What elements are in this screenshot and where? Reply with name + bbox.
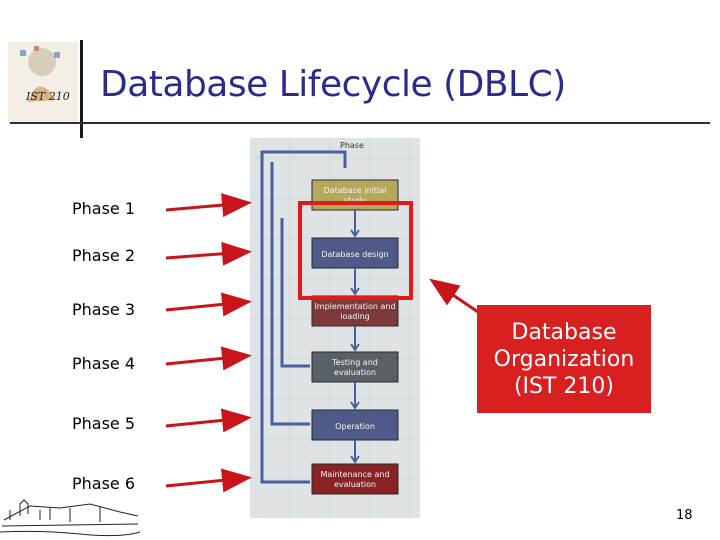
arrow-phase-3	[165, 292, 252, 317]
phase-label-5: Phase 5	[72, 414, 136, 433]
flow-arrow-2	[350, 268, 360, 296]
callout-line-2: Organization	[493, 346, 635, 372]
phase-step-label-4: evaluation	[334, 368, 376, 377]
callout-line-1: Database	[511, 319, 617, 345]
flow-arrow-3	[350, 326, 360, 352]
callout-text: Database Organization (IST 210)	[494, 319, 635, 400]
callout-line-3: (IST 210)	[513, 373, 615, 399]
phase-step-label-3: loading	[340, 312, 369, 321]
arrow-phase-4	[165, 346, 252, 371]
phase-step-label-1: Database initial	[324, 186, 387, 195]
phase-label-6: Phase 6	[72, 474, 136, 493]
logo-text: IST 210	[25, 90, 70, 103]
title-divider-horizontal	[10, 122, 710, 124]
phase-step-label-6: evaluation	[334, 480, 376, 489]
flow-arrow-5	[350, 440, 360, 464]
arrow-phase-6	[165, 468, 252, 493]
phase-label-4: Phase 4	[72, 354, 136, 373]
flow-arrow-1	[350, 210, 360, 238]
phase-step-box-5	[311, 409, 399, 441]
arrow-phase-5	[165, 408, 252, 433]
flow-arrow-4	[350, 382, 360, 410]
course-logo: IST 210	[8, 42, 78, 124]
footer-building-sketch	[0, 499, 140, 537]
phase-step-label-2: Database design	[321, 250, 388, 259]
phase-step-label-5: Operation	[335, 422, 375, 431]
slide-title: Database Lifecycle (DBLC)	[100, 64, 566, 105]
phase-step-box-6	[311, 463, 399, 495]
phase-step-box-2	[311, 237, 399, 269]
arrow-phase-2	[165, 241, 252, 266]
phase-step-box-4	[311, 351, 399, 383]
title-divider-vertical	[80, 40, 83, 138]
arrow-phase-1	[165, 193, 252, 218]
phase-step-label-1: study	[344, 196, 366, 205]
highlight-box	[298, 201, 413, 300]
phase-step-box-3	[311, 295, 399, 327]
diagram-header: Phase	[340, 141, 364, 150]
phase-step-box-1	[311, 179, 399, 211]
callout-box: Database Organization (IST 210)	[477, 305, 651, 413]
page-number: 18	[676, 508, 693, 523]
phase-step-label-4: Testing and	[331, 358, 378, 367]
phase-label-2: Phase 2	[72, 246, 136, 265]
phase-step-label-3: Implementation and	[314, 302, 395, 311]
phase-label-3: Phase 3	[72, 300, 136, 319]
phase-label-1: Phase 1	[72, 199, 136, 218]
phase-step-label-6: Maintenance and	[320, 470, 389, 479]
logo-graphic: IST 210	[8, 42, 78, 124]
arrow-callout	[429, 278, 479, 314]
